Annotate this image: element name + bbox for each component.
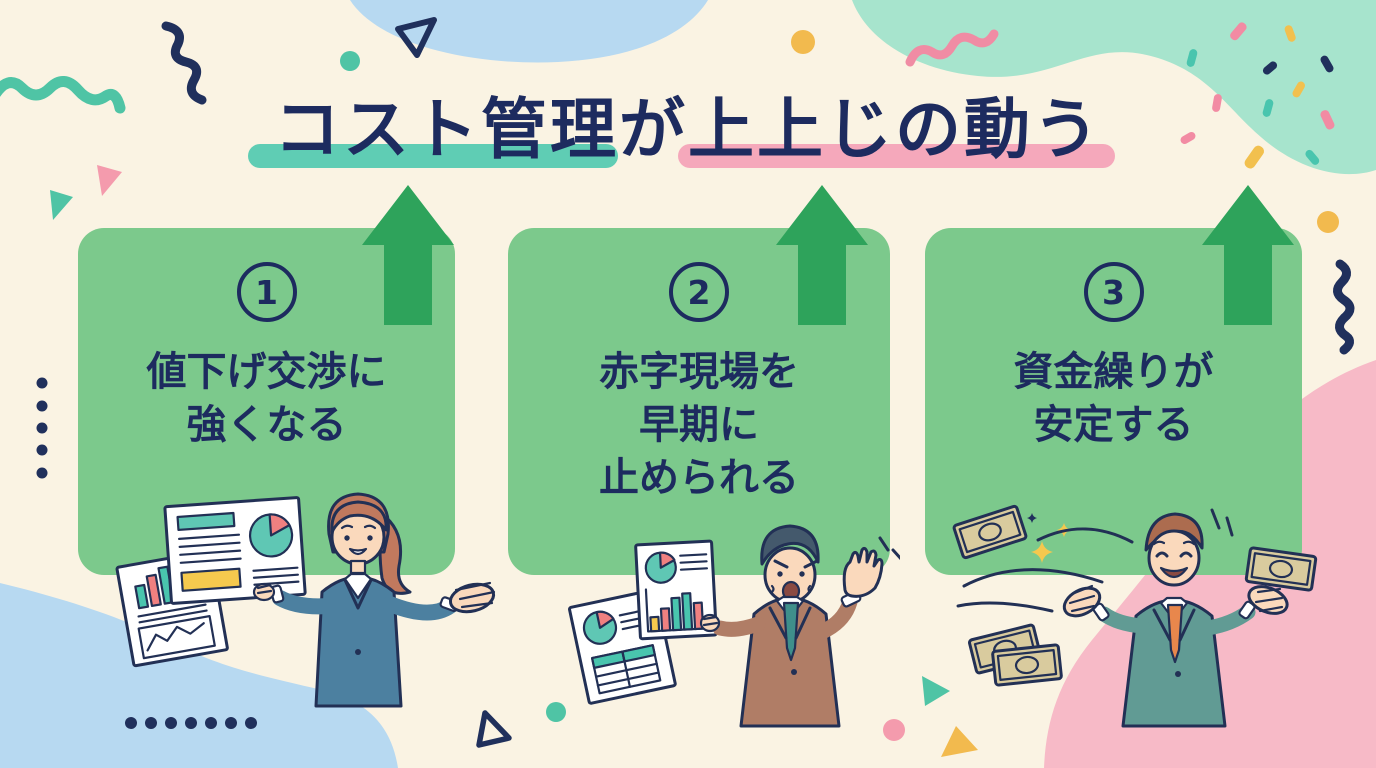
open-palm — [1247, 585, 1289, 615]
shirt-collar — [343, 572, 373, 600]
benefit-card-1-label: 値下げ交渉に 強くなる — [147, 346, 387, 452]
navy-squiggle-icon — [1333, 259, 1355, 355]
banknote-icon — [968, 623, 1042, 675]
pink-dot — [883, 719, 905, 741]
navy-triangle-outline-icon — [395, 17, 437, 58]
number-badge-3: 3 — [1083, 262, 1144, 322]
banknote-icon — [991, 643, 1063, 687]
document-table-chart — [568, 588, 677, 705]
hand-holding-document — [252, 582, 276, 602]
open-mouth — [781, 580, 801, 602]
benefit-line: 早期に — [639, 402, 759, 448]
yellow-dot — [1317, 211, 1339, 233]
teal-triangle-icon — [922, 676, 950, 706]
tie — [782, 601, 800, 662]
right-arm — [382, 596, 458, 621]
benefit-line: 赤字現場を — [599, 349, 799, 395]
blob-shape — [350, 0, 708, 63]
benefit-card-3-label: 資金繰りが 安定する — [1014, 346, 1214, 452]
benefit-line: 値下げ交渉に — [146, 349, 387, 395]
dot-row — [125, 717, 257, 729]
tie — [1166, 603, 1184, 664]
left-arm — [1096, 606, 1150, 634]
right-arm — [1200, 604, 1256, 636]
shirt-collar — [1159, 596, 1189, 622]
benefit-line: 資金繰りが — [1013, 349, 1214, 395]
hand-holding-document — [699, 613, 721, 633]
left-arm — [712, 616, 766, 637]
jacket — [1121, 598, 1227, 728]
teal-dot — [340, 51, 360, 71]
number-badge-1: 1 — [236, 262, 297, 322]
benefit-line: 止められる — [599, 455, 799, 501]
up-arrow-icon — [776, 185, 868, 325]
up-arrow-icon — [1202, 185, 1294, 325]
jacket — [314, 575, 403, 708]
page-title: コスト管理が上上じの動う — [274, 91, 1102, 168]
jacket — [739, 596, 841, 728]
up-arrow-icon — [362, 185, 454, 325]
yellow-triangle-icon — [941, 726, 978, 757]
teal-dot — [546, 702, 566, 722]
benefit-card-2-label: 赤字現場を 早期に 止められる — [599, 346, 799, 505]
benefit-line: 強くなる — [186, 402, 347, 448]
number-badge-2: 2 — [669, 262, 729, 322]
shirt-collar — [775, 595, 805, 620]
benefit-line: 安定する — [1033, 402, 1194, 448]
pink-squiggle-icon — [905, 29, 999, 67]
open-palm — [1062, 584, 1102, 618]
right-arm — [814, 594, 858, 640]
yellow-dot — [791, 30, 815, 54]
teal-triangle-icon — [50, 190, 73, 220]
dot-column — [36, 377, 48, 479]
teal-underline — [248, 144, 618, 168]
blob-shape — [0, 583, 398, 768]
left-arm — [272, 590, 336, 615]
open-palm — [448, 581, 496, 614]
navy-triangle-outline-icon — [476, 710, 512, 748]
